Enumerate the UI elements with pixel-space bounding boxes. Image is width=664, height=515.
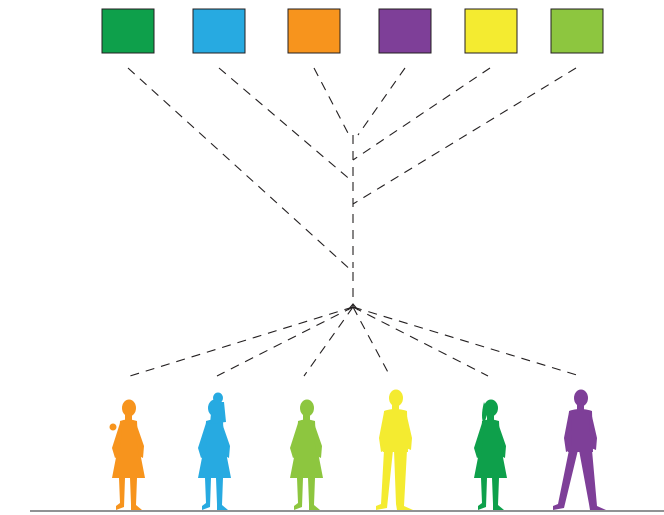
swatch-light-green — [550, 8, 604, 54]
color-swatches — [101, 8, 604, 54]
person-1-silhouette — [109, 399, 145, 510]
people-silhouettes — [109, 389, 606, 510]
swatch-purple — [378, 8, 432, 54]
swatch-green — [101, 8, 155, 54]
tree-link-1 — [313, 67, 350, 136]
dashed-connectors — [127, 67, 581, 377]
person-link-2 — [216, 306, 354, 377]
person-6-silhouette — [553, 389, 606, 510]
swatch-blue — [192, 8, 246, 54]
person-2-silhouette — [198, 392, 231, 510]
tree-link-8 — [127, 67, 354, 273]
tree-link-2 — [357, 67, 406, 136]
person-4-silhouette — [376, 389, 413, 510]
swatch-yellow — [464, 8, 518, 54]
person-link-4 — [352, 306, 391, 377]
person-link-1 — [129, 306, 354, 377]
root-node — [347, 303, 359, 311]
tree-link-7 — [352, 67, 577, 205]
person-link-6 — [352, 306, 581, 377]
tree-link-4 — [218, 67, 354, 183]
person-5-silhouette — [474, 399, 507, 510]
tree-link-5 — [352, 67, 491, 161]
person-3-silhouette — [290, 399, 323, 510]
swatch-orange — [287, 8, 341, 54]
person-link-3 — [303, 306, 354, 377]
